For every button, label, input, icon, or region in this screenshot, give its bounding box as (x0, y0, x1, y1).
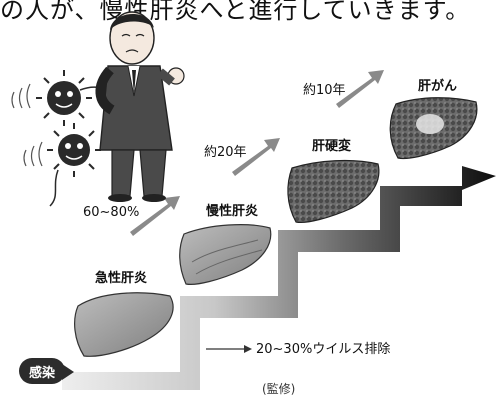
motion-lines (11, 83, 43, 167)
progression-staircase (62, 166, 496, 390)
footer-text: (監修) (262, 382, 296, 396)
virus-elimination-label: 20~30%ウイルス排除 (256, 342, 391, 357)
infection-badge: 感染 (19, 358, 65, 384)
chronic-liver-texture (191, 239, 263, 275)
cirrhosis-label: 肝硬変 (312, 139, 352, 154)
time-to-cancer-label: 約10年 (303, 83, 346, 98)
cirrhosis-liver-image (287, 159, 380, 223)
time-to-cirrhosis-label: 約20年 (204, 145, 247, 160)
infection-arrow (62, 364, 74, 380)
chronic-liver-image (179, 224, 272, 285)
chronic-hepatitis-label: 慢性肝炎 (206, 204, 259, 219)
acute-hepatitis-label: 急性肝炎 (95, 271, 148, 286)
virus-icon (36, 70, 115, 126)
virus-icon (47, 123, 101, 207)
acute-liver-image (74, 292, 174, 357)
header-text: の人が、慢性肝炎へと進行していきます。 (0, 0, 471, 24)
progression-arrows (130, 70, 384, 236)
progression-rate-label: 60~80% (83, 205, 140, 220)
tumor-spot (416, 114, 444, 134)
sick-man-icon (95, 11, 185, 202)
liver-cancer-label: 肝がん (418, 79, 458, 94)
elimination-arrow (206, 345, 252, 353)
